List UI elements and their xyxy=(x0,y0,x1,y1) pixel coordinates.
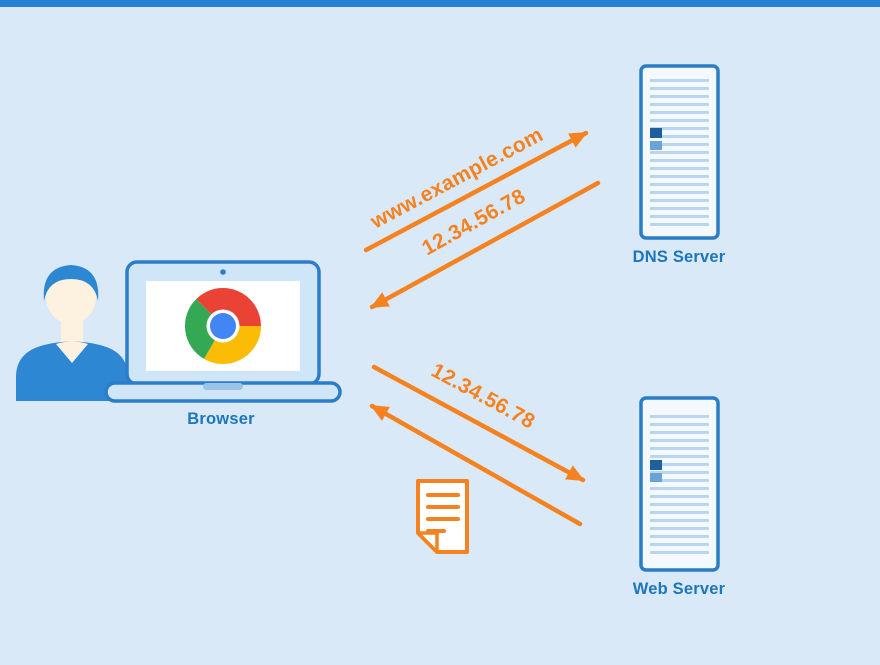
laptop xyxy=(104,260,342,403)
server-vents xyxy=(650,411,709,558)
web-request-label: 12.34.56.78 xyxy=(427,359,538,434)
server-led-light xyxy=(650,141,662,150)
server-led-dark xyxy=(650,460,662,470)
web-server xyxy=(639,396,720,572)
user-face xyxy=(46,270,96,324)
server-vents xyxy=(650,79,709,226)
top-accent-bar xyxy=(0,0,880,7)
laptop-notch xyxy=(203,383,243,390)
dns-server-label: DNS Server xyxy=(633,248,726,266)
document-text-lines xyxy=(426,493,460,533)
dns-response-arrow xyxy=(369,180,601,310)
document-folded-corner xyxy=(416,531,439,554)
webcam-icon xyxy=(220,269,226,275)
chrome-blue-center xyxy=(210,313,236,339)
message-arrows xyxy=(363,130,601,527)
web-response-arrow xyxy=(369,403,583,527)
dns-server xyxy=(639,64,720,240)
document-icon xyxy=(416,479,469,554)
user-hair xyxy=(43,265,99,301)
dns-request-arrow xyxy=(363,130,589,253)
server-led-dark xyxy=(650,128,662,138)
web-request-arrow xyxy=(371,364,586,483)
dns-request-label: www.example.com xyxy=(366,123,547,234)
user-figure xyxy=(16,265,128,401)
chrome-green-sector xyxy=(184,299,223,359)
chrome-logo-icon xyxy=(184,287,262,364)
browser-label: Browser xyxy=(187,410,255,428)
server-led-light xyxy=(650,473,662,482)
user-collar xyxy=(56,341,88,363)
chrome-red-sector xyxy=(196,287,262,326)
web-server-label: Web Server xyxy=(633,580,726,598)
user-torso xyxy=(16,341,128,401)
